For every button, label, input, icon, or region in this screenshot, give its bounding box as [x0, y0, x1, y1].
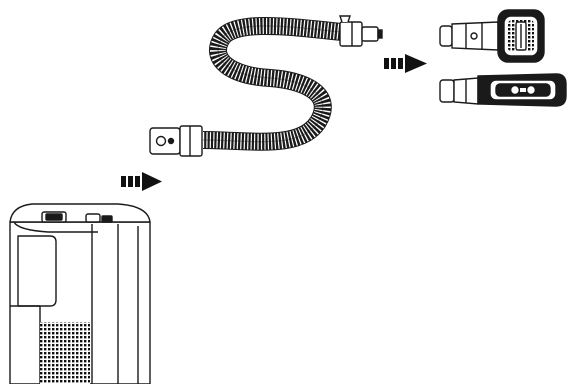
- grooming-brush-attachment: [439, 9, 545, 63]
- arrow-icon: [384, 54, 427, 73]
- base-unit: [9, 203, 151, 384]
- flexible-hose: [149, 15, 383, 157]
- arrow-icon: [121, 172, 162, 191]
- shedding-blade-attachment: [439, 73, 567, 107]
